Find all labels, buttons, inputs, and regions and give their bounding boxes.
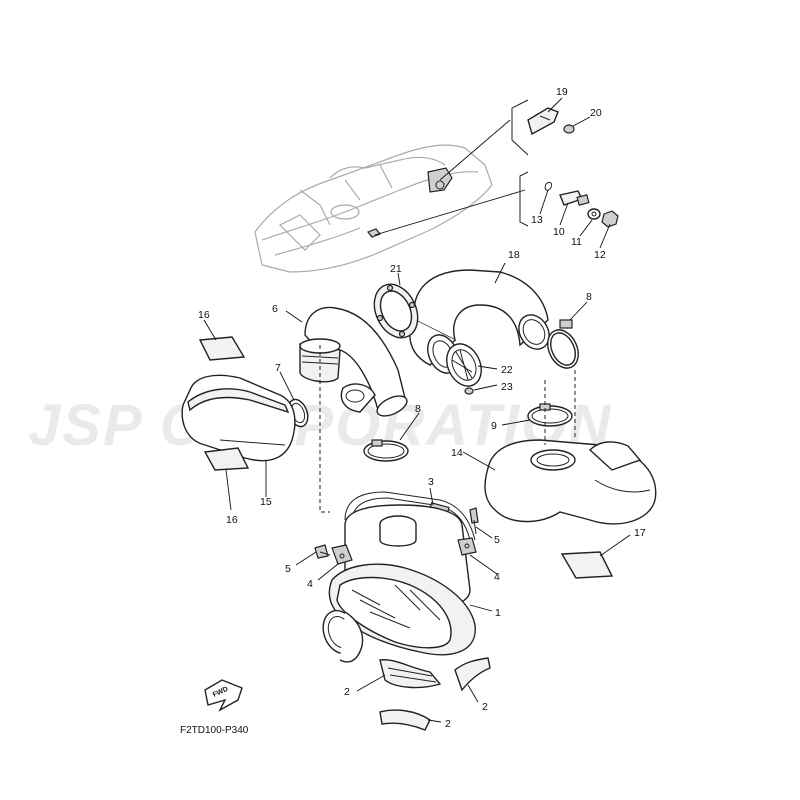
callout-6: 6: [272, 303, 278, 315]
callout-15: 15: [260, 496, 272, 508]
part-5-left: [314, 544, 331, 559]
callout-9: 9: [491, 420, 497, 432]
callout-1: 1: [495, 607, 501, 619]
part-8-clamp-upper: [547, 319, 579, 369]
watercraft-mounted-parts: [367, 167, 453, 238]
watercraft-outline: [254, 144, 493, 273]
callout-2-left: 2: [344, 686, 350, 698]
callout-22: 22: [501, 364, 513, 376]
callout-8-middle: 8: [415, 403, 421, 415]
part-18: [409, 269, 550, 366]
part-20: [563, 124, 575, 134]
part-1: [322, 504, 476, 689]
part-9-clamp: [527, 403, 573, 427]
callout-4-right: 4: [494, 571, 500, 583]
callout-2-right: 2: [482, 701, 488, 713]
part-8-clamp-middle: [363, 439, 409, 462]
callout-2-bottom: 2: [445, 718, 451, 730]
fwd-arrow-icon: FWD: [204, 679, 243, 712]
callout-19: 19: [556, 86, 568, 98]
callout-13: 13: [531, 214, 543, 226]
part-19: [527, 107, 559, 136]
callout-3: 3: [428, 476, 434, 488]
part-10: [559, 190, 590, 206]
callout-11: 11: [571, 236, 582, 248]
part-2-bottom: [379, 709, 431, 731]
callout-5-left: 5: [285, 563, 291, 575]
part-16-lower: [203, 447, 250, 471]
callout-18: 18: [508, 249, 520, 261]
callout-5-right: 5: [494, 534, 500, 546]
part-21: [373, 283, 419, 339]
callout-labels: 19 20 13 10 11 12 21 18 8 6 16 22 23 7 8…: [198, 86, 646, 730]
callout-16-upper: 16: [198, 309, 210, 321]
part-4-right: [457, 537, 477, 556]
callout-12: 12: [594, 249, 606, 261]
part-14: [484, 439, 657, 525]
part-15: [181, 374, 296, 462]
part-4-left: [331, 544, 353, 565]
callout-10: 10: [553, 226, 565, 238]
callout-21: 21: [390, 263, 402, 275]
diagram-code: F2TD100-P340: [180, 725, 249, 736]
callout-8-upper: 8: [586, 291, 592, 303]
part-23: [464, 387, 474, 395]
callout-7: 7: [275, 362, 281, 374]
callout-20: 20: [590, 107, 602, 119]
callout-4-left: 4: [307, 578, 313, 590]
part-17: [560, 551, 614, 579]
part-11: [587, 208, 601, 220]
callout-16-lower: 16: [226, 514, 238, 526]
part-16-upper: [198, 336, 246, 361]
part-13: [544, 181, 553, 191]
part-12: [601, 210, 619, 228]
part-5-right: [469, 507, 479, 535]
callout-14: 14: [451, 447, 463, 459]
part-22: [446, 343, 482, 387]
callout-17: 17: [634, 527, 646, 539]
callout-23: 23: [501, 381, 513, 393]
part-2-right: [454, 657, 491, 692]
